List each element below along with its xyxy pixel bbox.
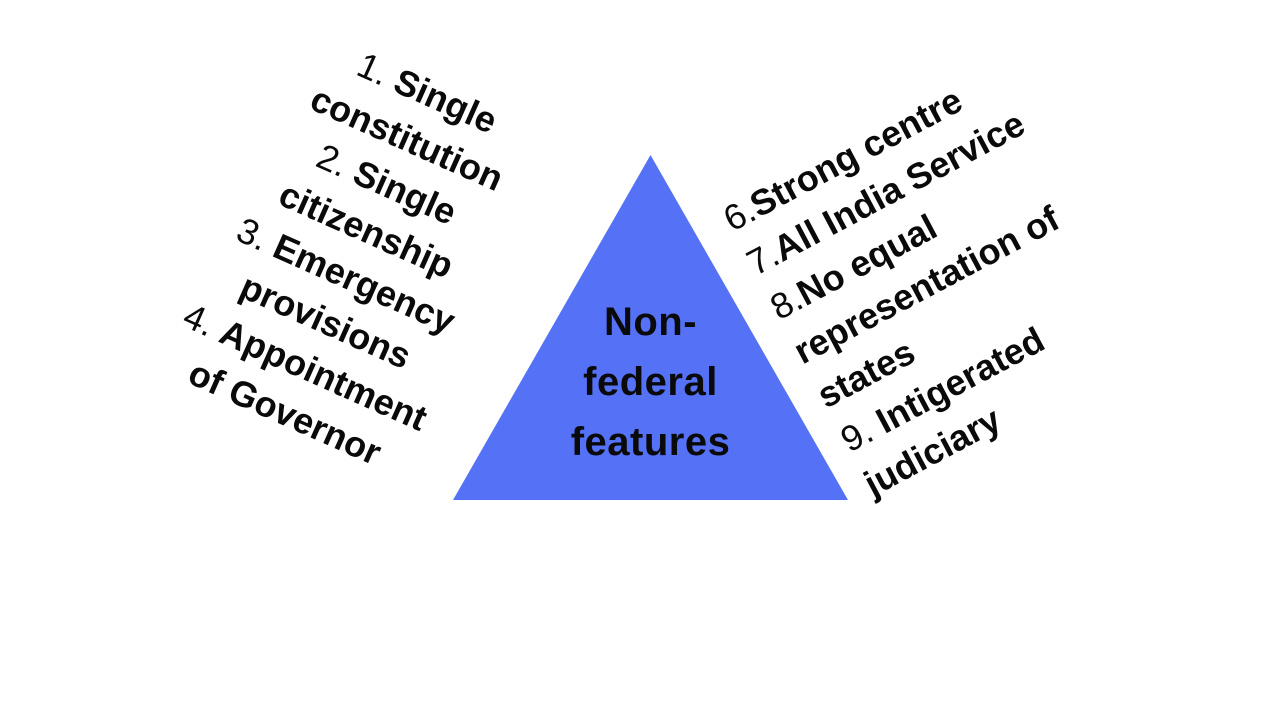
triangle-label-line: Non- bbox=[603, 300, 698, 344]
triangle-label-line: federal bbox=[583, 360, 718, 404]
triangle-label: Non- federal features bbox=[453, 292, 848, 472]
triangle-label-line: features bbox=[570, 420, 731, 464]
